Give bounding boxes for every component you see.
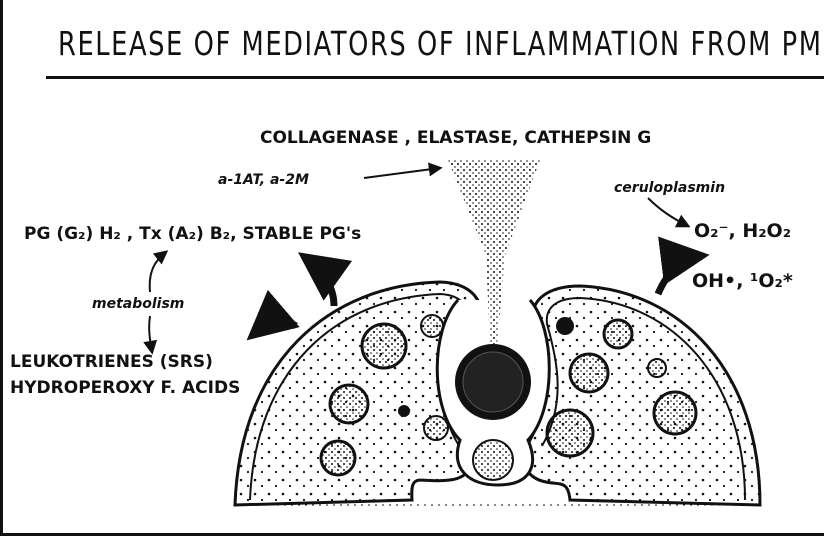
inhibitor-arrow: [364, 168, 440, 178]
leukotriene-release-arrow: [254, 323, 296, 334]
oxygen-release-arrow: [658, 256, 700, 294]
metabolism-down-arrow: [149, 316, 152, 352]
ceruloplasmin-arrow: [648, 198, 688, 226]
metabolism-up-arrow: [150, 252, 166, 292]
prostaglandin-release-arrow: [306, 258, 334, 306]
